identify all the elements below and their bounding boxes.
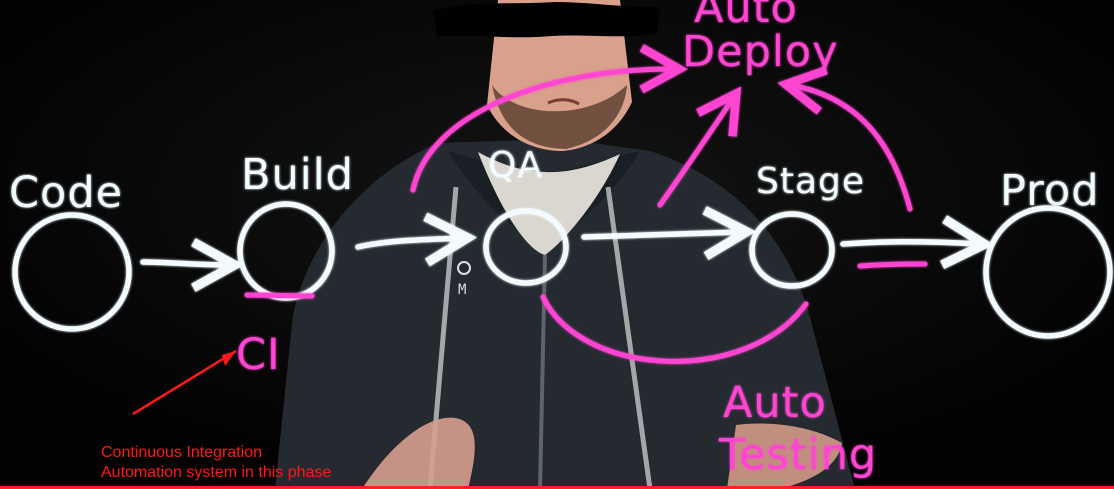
pink-automation-strokes (244, 69, 928, 364)
ci-annotation: Continuous Integration Automation system… (101, 443, 331, 483)
white-t-shirt (478, 152, 620, 255)
beard (492, 85, 627, 149)
qa-stage-circle (483, 208, 569, 286)
qa-to-stage-arrow (581, 232, 742, 237)
stage-auto-deploy-arrow (657, 97, 734, 208)
annotation-line-1: Continuous Integration (101, 444, 262, 461)
red-callout (132, 349, 237, 416)
zipper (538, 254, 547, 489)
stage-label-qa: QA (488, 145, 543, 186)
auto-testing-line-1: Auto (723, 378, 827, 428)
stage-label-code: Code (9, 168, 123, 218)
auto-testing-loop (540, 294, 809, 364)
annotation-line-2: Automation system in this phase (101, 464, 332, 481)
auto-deploy-line-1: Auto (694, 0, 798, 33)
stage-label-stage: Stage (756, 161, 865, 202)
stage-label-build: Build (241, 150, 354, 200)
left-hand (362, 417, 475, 489)
callout-arrow-line (132, 349, 237, 416)
stage-label-prod: Prod (1000, 166, 1100, 216)
auto-deploy-line-2: Deploy (682, 27, 839, 77)
white-stage-labels: Code Build QA Stage Prod (9, 145, 1100, 218)
ci-underline (244, 292, 315, 299)
qa-auto-deploy-arc (410, 69, 675, 193)
logo-patch: M (458, 282, 466, 298)
white-pipeline-strokes (12, 201, 1113, 339)
stage-to-prod-arrow (840, 242, 980, 244)
redaction-scribble (433, 2, 660, 38)
bottom-red-rule (0, 486, 1114, 489)
code-stage-circle (12, 212, 132, 332)
auto-testing-line-2: Testing (718, 430, 877, 480)
mouth (547, 98, 580, 106)
ci-label: CI (236, 330, 281, 380)
code-to-build-arrow (140, 262, 230, 265)
stage-underline (857, 261, 928, 269)
callout-arrow-head (222, 351, 236, 366)
prod-stage-circle (983, 205, 1113, 339)
right-hand (727, 423, 842, 489)
prod-auto-deploy-arrow (790, 85, 913, 212)
build-to-qa-arrow (355, 238, 463, 247)
pink-automation-labels: CI Auto Deploy Auto Testing (236, 0, 877, 480)
